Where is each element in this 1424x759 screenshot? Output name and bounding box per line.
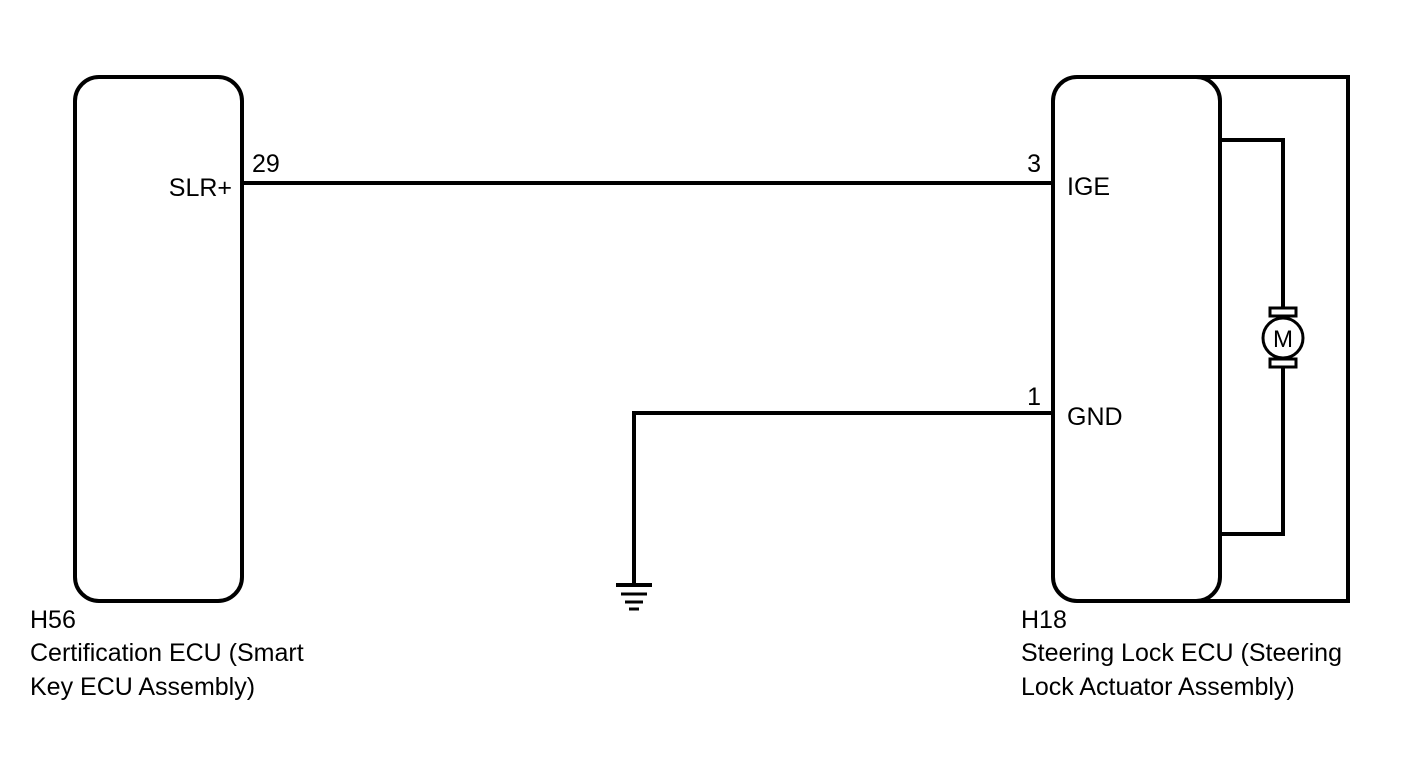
certification-ecu-box [73, 75, 244, 603]
terminal-ige-pin: 3 [1027, 150, 1041, 178]
steering-lock-ecu-box [1051, 75, 1222, 603]
certification-ecu-name-line2: Key ECU Assembly) [30, 673, 255, 701]
terminal-slr-label: SLR+ [169, 174, 232, 202]
steering-lock-ecu-code: H18 [1021, 606, 1067, 634]
motor-icon: M [1261, 306, 1305, 369]
terminal-gnd-label: GND [1067, 403, 1123, 431]
steering-lock-ecu-name-line1: Steering Lock ECU (Steering [1021, 639, 1342, 667]
motor-circuit-wire [1220, 138, 1285, 310]
ground-icon [616, 583, 652, 611]
certification-ecu-code: H56 [30, 606, 76, 634]
steering-lock-ecu-name-line2: Lock Actuator Assembly) [1021, 673, 1295, 701]
certification-ecu-name-line1: Certification ECU (Smart [30, 639, 304, 667]
motor-circuit-wire-return [1220, 366, 1285, 536]
terminal-slr-pin: 29 [252, 150, 280, 178]
terminal-ige-label: IGE [1067, 173, 1110, 201]
terminal-gnd-pin: 1 [1027, 383, 1041, 411]
motor-symbol-label: M [1273, 326, 1293, 353]
gnd-wire [632, 411, 1053, 584]
